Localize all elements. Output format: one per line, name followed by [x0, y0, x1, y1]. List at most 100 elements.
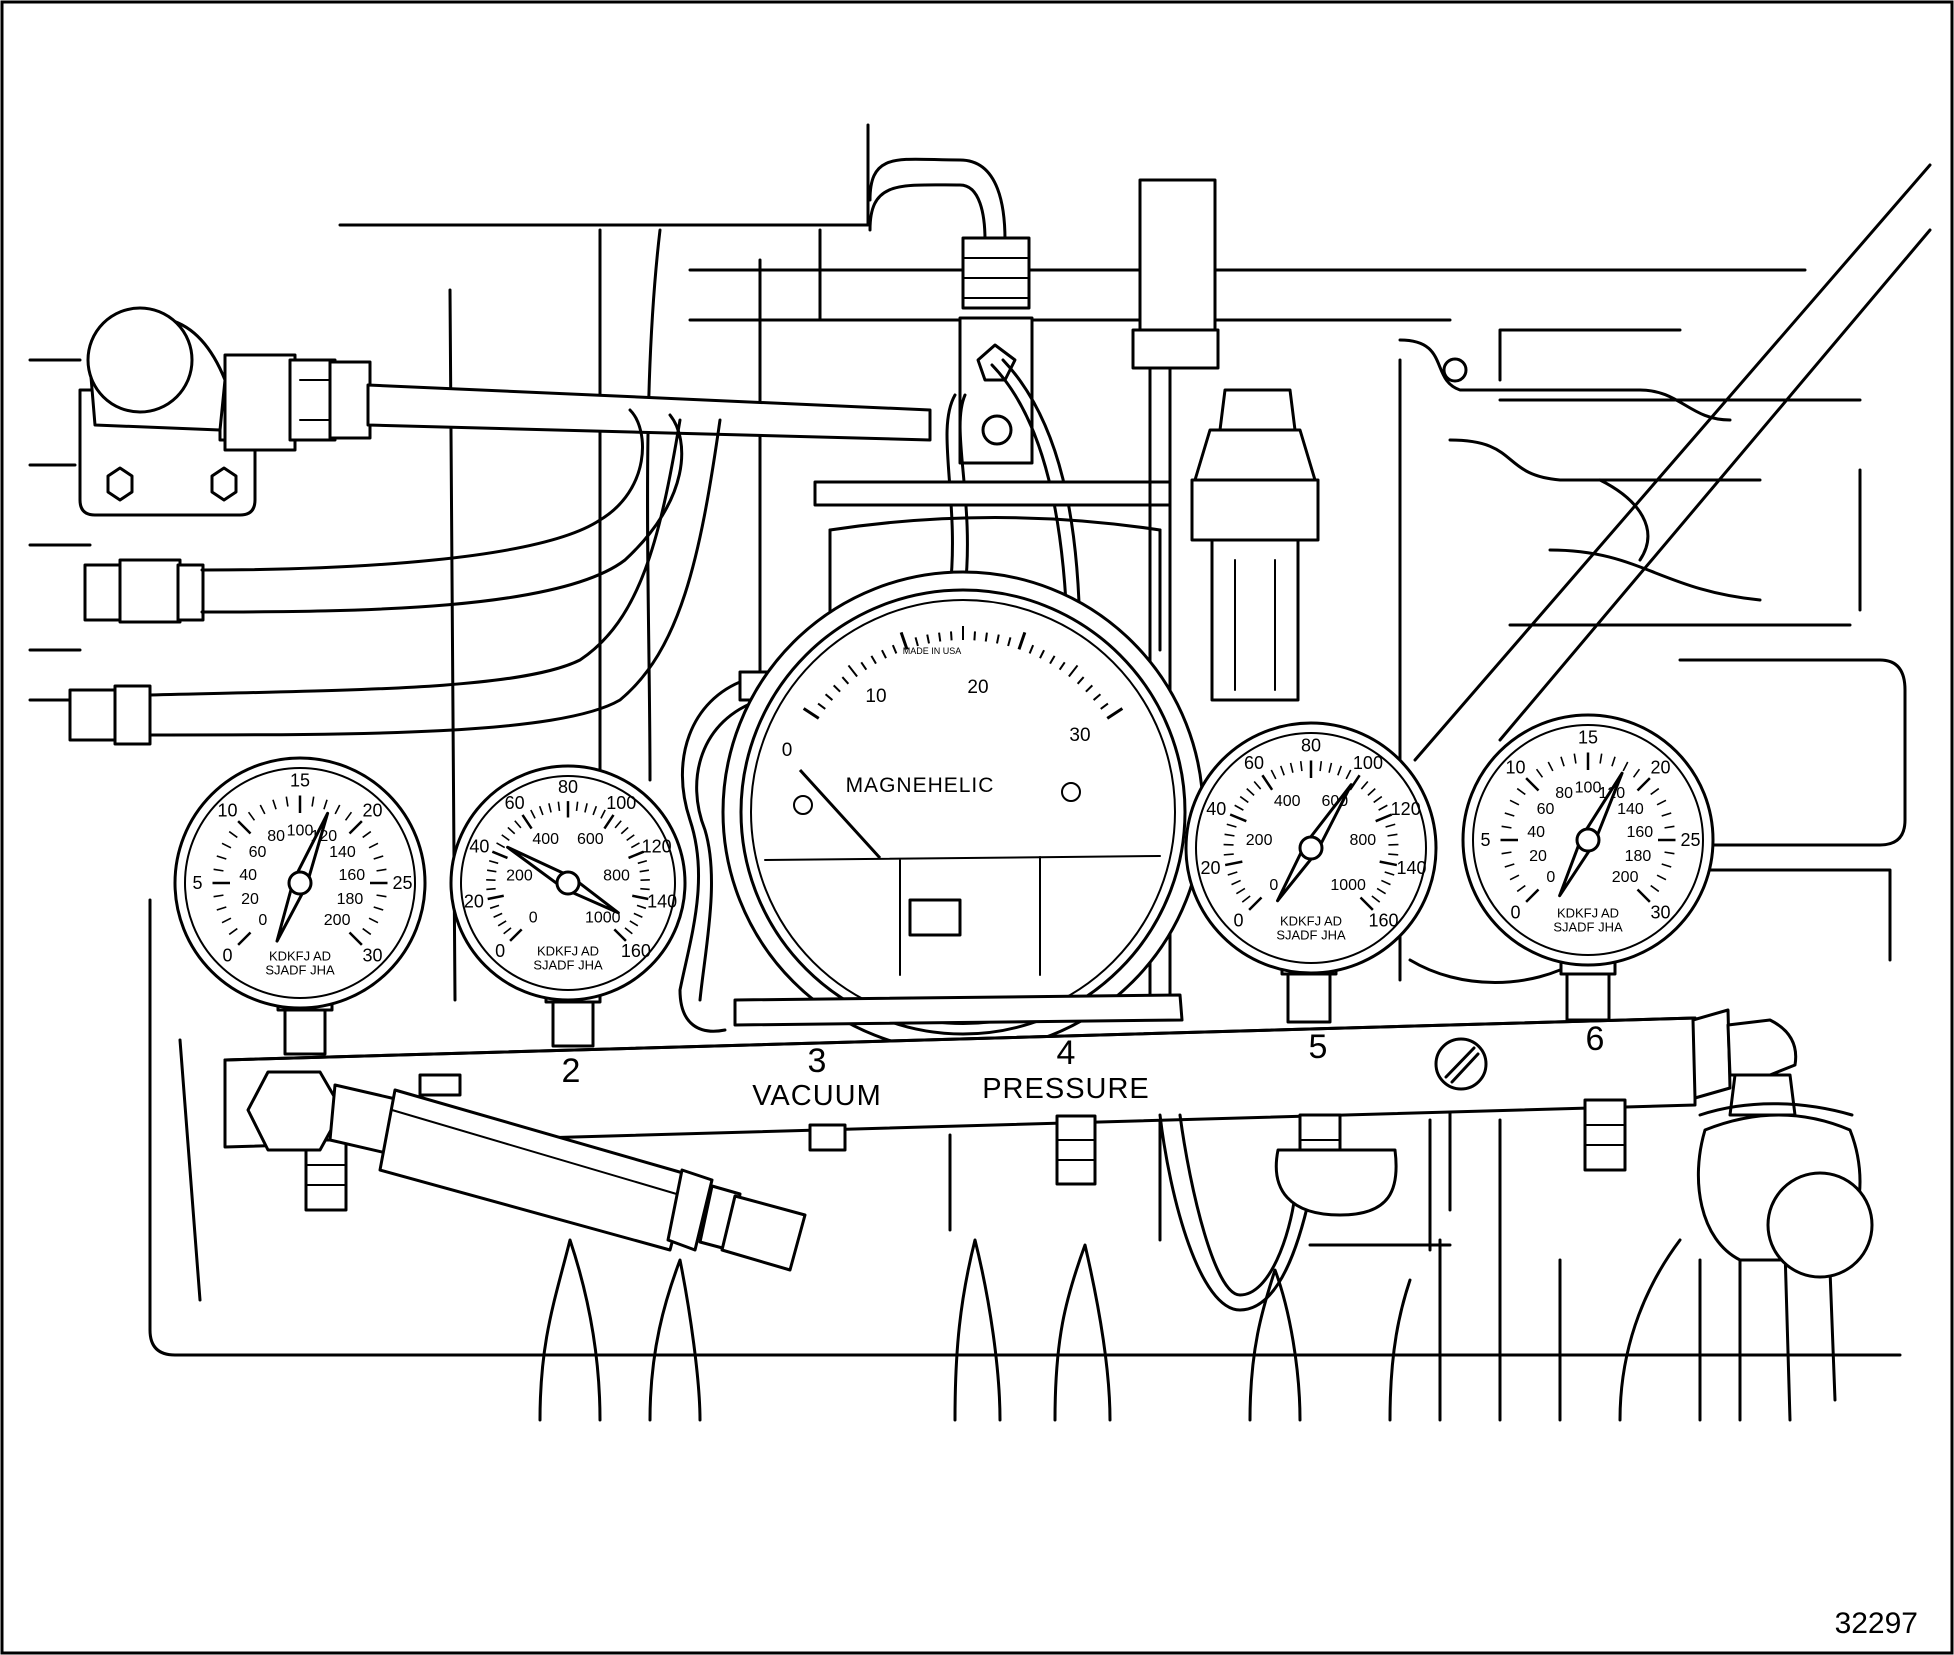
gauge-inner-label: 80 [267, 828, 285, 845]
gauge-tick [311, 796, 315, 807]
gauge-outer-label: 80 [558, 777, 578, 797]
gauge-outer-label: 120 [1391, 799, 1421, 819]
gauge-tick [1231, 879, 1241, 886]
gauge-tick [1253, 780, 1262, 790]
gauge-tick [1239, 795, 1249, 804]
magnehelic-tick [1028, 644, 1035, 654]
gauge-tick [1360, 780, 1369, 790]
gauge-tick [584, 803, 588, 813]
magnehelic-tick [1100, 702, 1109, 710]
gauge-tick [487, 894, 504, 901]
magnehelic-needle [798, 768, 882, 860]
gauge-tick [1525, 888, 1540, 903]
gauge-outer-label: 100 [1353, 753, 1383, 773]
gauge-tick [376, 868, 387, 872]
magnehelic-tick [1007, 637, 1012, 647]
gauge-tick [1337, 765, 1343, 776]
gauge-tick [373, 906, 384, 911]
gauge-inner-label: 0 [529, 910, 538, 927]
gauge-tick [1636, 777, 1651, 792]
gauge-tick [1611, 756, 1616, 767]
gauge-tick [1622, 761, 1629, 772]
magnehelic-tick [914, 637, 919, 647]
magnehelic-tick [881, 649, 887, 659]
gauge-tick [1261, 774, 1274, 791]
gauge-tick [1348, 774, 1361, 791]
magnehelic-mount-plate [733, 993, 1184, 1027]
gauge-inner-label: 20 [241, 891, 259, 908]
gauge-tick [362, 830, 372, 839]
gauge-tick [1388, 853, 1399, 856]
right-end-fitting [1691, 1008, 1874, 1279]
gauge-inner-label: 800 [603, 867, 630, 884]
gauge-inner-label: 800 [1350, 832, 1377, 849]
gauge-outer-label: 140 [1397, 858, 1427, 878]
gauge-outer-label: 0 [223, 945, 233, 965]
gauge-tick [509, 928, 523, 942]
gauge-tick [496, 842, 506, 849]
gauge-tick [285, 796, 289, 807]
gauge-tick [348, 931, 363, 946]
left-fittings-and-tubes [28, 306, 932, 746]
gauge-inner-label: 600 [577, 831, 604, 848]
gauge-outer-label: 15 [290, 771, 310, 791]
gauge-tick [630, 842, 640, 849]
gauge-tick [1547, 761, 1554, 772]
gauge-tick [488, 859, 499, 865]
gauge-outer-label: 160 [621, 941, 651, 961]
gauge-outer-label: 140 [647, 892, 677, 912]
gauge-tick [1501, 825, 1512, 829]
gauge-tick [620, 826, 629, 835]
gauge-tick [1525, 777, 1540, 792]
gauge-tick [501, 834, 510, 842]
station-number-3: 3 [808, 1042, 827, 1080]
gauge-outer-label: 15 [1578, 728, 1598, 748]
gauge-inner-label: 140 [1617, 801, 1644, 818]
gauge-tick [1328, 762, 1333, 773]
gauge-tick [636, 904, 647, 910]
gauge-tick [1381, 879, 1391, 886]
left-hose-fitting [246, 1070, 807, 1272]
gauge-tick [538, 805, 544, 816]
figure-number: 32297 [1835, 1607, 1918, 1640]
gauge-tick [514, 820, 522, 829]
gauge-tick [557, 801, 561, 812]
gauge-maker-line2: SJADF JHA [265, 963, 335, 978]
gauge-outer-label: 20 [1200, 858, 1220, 878]
magnehelic-scale-label-0: 0 [782, 740, 793, 761]
gauge-inner-label: 100 [1575, 780, 1602, 797]
gauge-tick [1560, 756, 1565, 767]
gauge-tick [1375, 813, 1393, 823]
gauge-outer-label: 0 [1511, 902, 1521, 922]
gauge-tick [1504, 812, 1515, 817]
gauge-tick [1509, 799, 1520, 806]
gauge-inner-label: 400 [532, 831, 559, 848]
gauge-tick [1373, 795, 1383, 804]
gauge-inner-label: 0 [1269, 877, 1278, 894]
gauge-tick [1664, 851, 1675, 855]
gauge-tick [613, 928, 627, 942]
gauge-outer-label: 25 [392, 873, 412, 893]
magnehelic-tick [870, 655, 877, 665]
gauge-inner-label: 1000 [1330, 877, 1366, 894]
gauge-inner-label: 40 [1527, 824, 1545, 841]
gauge-outer-label: 120 [642, 836, 672, 856]
gauge-tick [1664, 825, 1675, 829]
gauge-inner-label: 160 [1627, 824, 1654, 841]
gauge-tick [216, 855, 227, 860]
gauge-tick [603, 814, 615, 830]
gauge-tick [1387, 833, 1398, 837]
gauge-inner-label: 100 [287, 823, 314, 840]
magnehelic-tick [832, 684, 841, 693]
gauge-outer-label: 100 [606, 793, 636, 813]
gauge-pivot [555, 870, 581, 896]
magnehelic-tick [1092, 693, 1102, 701]
gauge-tick [247, 811, 256, 821]
gauge-tick [637, 859, 648, 865]
gauge-outer-label: 40 [1206, 799, 1226, 819]
magnehelic-tick [950, 631, 953, 641]
gauge-tick [228, 830, 238, 839]
gauge-inner-label: 160 [339, 867, 366, 884]
gauge-tick [639, 869, 650, 873]
magnehelic-tick [860, 661, 868, 671]
